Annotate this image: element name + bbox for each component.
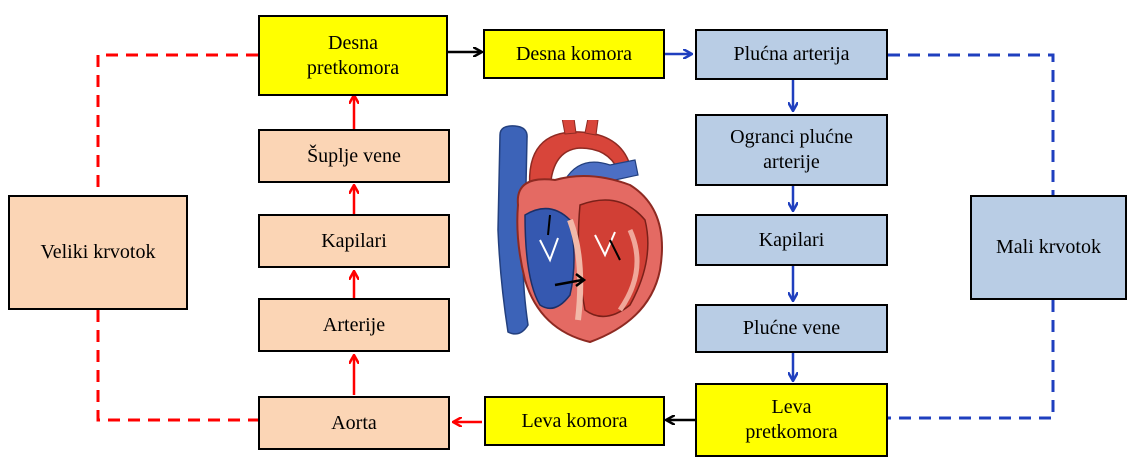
veliki-top-dashed-line bbox=[98, 55, 258, 195]
aorta-branch-2 bbox=[585, 120, 598, 135]
box-kapilari-pulmonary: Kapilari bbox=[695, 214, 888, 266]
heart-anatomy-icon bbox=[470, 120, 680, 345]
box-aorta: Aorta bbox=[258, 396, 450, 450]
box-arterije: Arterije bbox=[258, 298, 450, 352]
veliki-bottom-dashed-line bbox=[98, 310, 258, 420]
box-plucna-arterija: Plućna arterija bbox=[695, 29, 888, 80]
box-desna-komora: Desna komora bbox=[483, 29, 665, 79]
box-ogranci-plucne-arterije: Ogranci plućne arterije bbox=[695, 114, 888, 186]
box-leva-pretkomora: Leva pretkomora bbox=[695, 383, 888, 457]
box-leva-komora: Leva komora bbox=[484, 396, 665, 446]
aorta-branch-1 bbox=[562, 120, 576, 134]
box-mali-krvotok: Mali krvotok bbox=[970, 195, 1127, 300]
box-desna-pretkomora: Desna pretkomora bbox=[258, 15, 448, 96]
mali-bottom-dashed-line bbox=[888, 300, 1053, 418]
box-plucne-vene: Plućne vene bbox=[695, 304, 888, 353]
box-suplje-vene: Šuplje vene bbox=[258, 129, 450, 183]
box-kapilari-systemic: Kapilari bbox=[258, 214, 450, 268]
box-veliki-krvotok: Veliki krvotok bbox=[8, 195, 188, 310]
mali-top-dashed-line bbox=[888, 55, 1053, 195]
